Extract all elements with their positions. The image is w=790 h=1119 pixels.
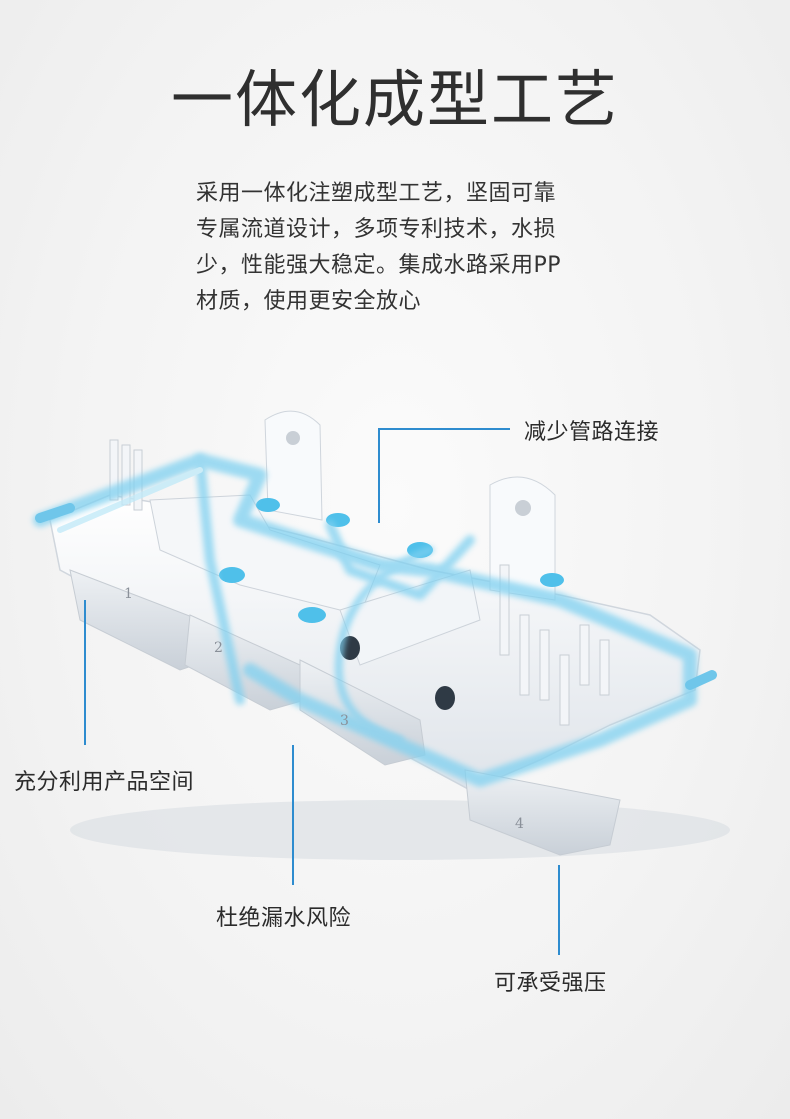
side-port: [435, 686, 455, 710]
module-number-4: 4: [515, 816, 524, 832]
page-title: 一体化成型工艺: [170, 63, 619, 136]
description-line: 专属流道设计，多项专利技术，水损: [196, 217, 557, 242]
callout-line-reduce-pipes-h: [380, 428, 510, 430]
callout-line-pressure: [558, 865, 560, 955]
callout-no-leak: 杜绝漏水风险: [216, 906, 352, 931]
outlet-flow: [685, 670, 717, 690]
description-line: 材质，使用更安全放心: [196, 289, 422, 314]
callout-pressure: 可承受强压: [494, 971, 607, 996]
module-number-2: 2: [214, 640, 223, 656]
callout-line-reduce-pipes-v: [378, 428, 380, 523]
product-shadow: [70, 800, 730, 860]
mounting-hole: [515, 500, 531, 516]
callout-reduce-pipes: 减少管路连接: [524, 420, 660, 445]
mounting-hole: [286, 431, 300, 445]
inlet-flow: [35, 503, 75, 523]
callout-full-space: 充分利用产品空间: [14, 770, 195, 795]
description-line: 少，性能强大稳定。集成水路采用PP: [196, 253, 562, 278]
integrated-waterway-module-image: 1 2 3 4: [33, 410, 730, 860]
description-block: 采用一体化注塑成型工艺，坚固可靠 专属流道设计，多项专利技术，水损 少，性能强大…: [196, 176, 616, 320]
description-line: 采用一体化注塑成型工艺，坚固可靠: [196, 181, 557, 206]
callout-line-no-leak: [292, 745, 294, 885]
module-pod: [464, 769, 621, 856]
module-number-3: 3: [340, 713, 349, 729]
mounting-tab: [264, 410, 323, 521]
water-flow-path: [33, 453, 697, 787]
module-number-1: 1: [124, 586, 133, 602]
callout-line-full-space: [84, 600, 86, 745]
